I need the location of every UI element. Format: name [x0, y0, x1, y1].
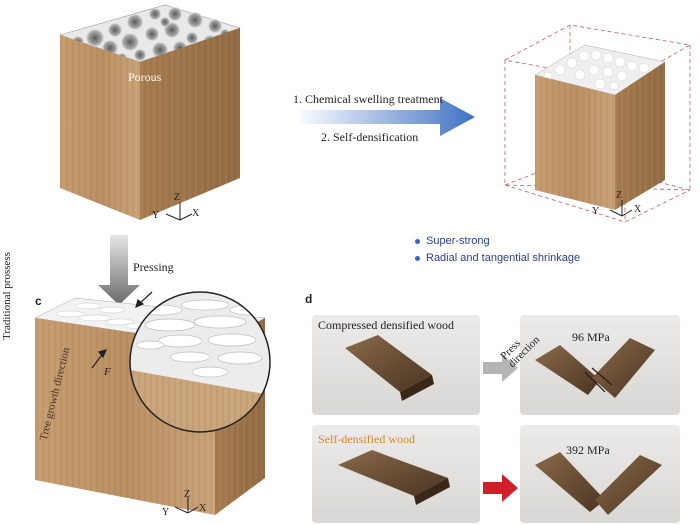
- panel-c-label: c: [35, 294, 42, 308]
- gray-transition-arrow: [483, 354, 518, 382]
- self-densified-label: Self-densified wood: [318, 432, 415, 446]
- compressed-wood-label: Compressed densified wood: [318, 318, 454, 332]
- porous-wood-block: [58, 4, 241, 221]
- axis-y-c: Y: [162, 507, 170, 518]
- zoom-circle: [129, 291, 271, 433]
- process-step-2: 2. Self-densification: [321, 130, 419, 144]
- dense-wood-block: [503, 24, 692, 223]
- photo-self-before: [312, 425, 480, 523]
- axis-y-top-right: Y: [592, 206, 600, 217]
- side-label-traditional: Traditional prossess: [1, 252, 13, 340]
- axis-gizmo-c: [174, 497, 199, 514]
- axis-x-c: X: [199, 503, 207, 514]
- axis-z-top-left: Z: [174, 192, 181, 203]
- photo-compressed-after: [520, 315, 680, 415]
- force-label: F: [104, 366, 111, 378]
- porous-label: Porous: [128, 70, 162, 84]
- axis-y-top-left: Y: [152, 210, 160, 221]
- dense-cells: [543, 49, 650, 91]
- red-transition-arrow: [483, 474, 518, 502]
- axis-x-top-left: X: [192, 208, 200, 219]
- axis-x-top-right: X: [634, 204, 642, 215]
- axis-z-top-right: Z: [616, 190, 623, 201]
- photo-self-after: [520, 425, 680, 523]
- self-strength: 392 MPa: [566, 443, 610, 457]
- pressing-arrow: [98, 235, 140, 305]
- axis-z-c: Z: [184, 489, 191, 500]
- force-arrow-small: [91, 291, 153, 369]
- panel-d-label: d: [305, 292, 313, 306]
- property-shrinkage: Radial and tangential shrinkage: [415, 252, 580, 264]
- process-step-1: 1. Chemical swelling treatment: [293, 92, 443, 106]
- compressed-strength: 96 MPa: [572, 330, 610, 344]
- axis-gizmo-top-left: [165, 202, 193, 221]
- photo-compressed-before: [312, 315, 480, 415]
- axis-gizmo-top-right: [609, 200, 633, 217]
- compressed-wood-block: [34, 291, 271, 515]
- pressing-label: Pressing: [133, 260, 174, 274]
- process-arrow: [295, 98, 475, 136]
- property-super-strong: Super-strong: [415, 235, 490, 247]
